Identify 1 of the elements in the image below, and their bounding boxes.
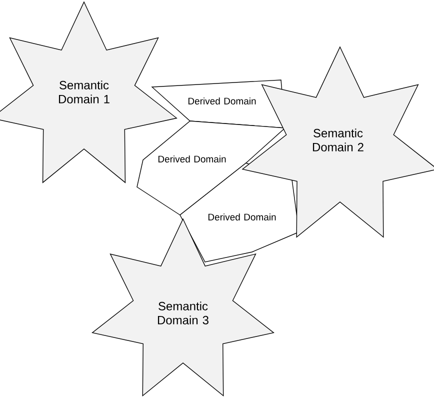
polygon-region: Derived Domain (180, 162, 300, 262)
